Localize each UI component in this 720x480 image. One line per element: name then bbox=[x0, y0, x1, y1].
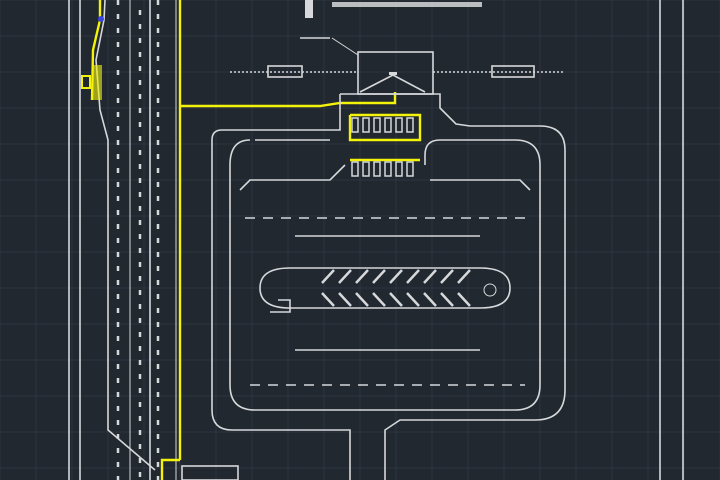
entry-stall bbox=[373, 161, 381, 177]
entry-stall bbox=[406, 161, 414, 177]
entry-stall bbox=[351, 117, 359, 133]
parking-stall-line bbox=[321, 292, 335, 307]
parking-stall-line bbox=[338, 269, 352, 284]
parking-area bbox=[229, 117, 541, 411]
parking-stall-line bbox=[406, 292, 420, 307]
frame-lines bbox=[181, 0, 684, 480]
parking-stall-line bbox=[423, 292, 437, 307]
parking-stall-line bbox=[338, 292, 352, 307]
building bbox=[211, 37, 566, 480]
equipment-block bbox=[92, 65, 102, 100]
parking-stall-line bbox=[406, 269, 420, 284]
entry-stall bbox=[351, 161, 359, 177]
entry-stall bbox=[384, 161, 392, 177]
parking-stall-line bbox=[372, 269, 386, 284]
parking-stall-line bbox=[355, 292, 369, 307]
entry-stall bbox=[373, 117, 381, 133]
parking-stall-line bbox=[389, 292, 403, 307]
parking-stall-line bbox=[457, 292, 471, 307]
parking-stall-line bbox=[423, 269, 437, 284]
parking-stall-line bbox=[389, 269, 403, 284]
entry-stall bbox=[362, 117, 370, 133]
parking-stall-line bbox=[457, 269, 471, 284]
parking-stall-line bbox=[321, 269, 335, 284]
survey-marker[interactable] bbox=[98, 16, 104, 22]
entry-stalls bbox=[351, 117, 414, 177]
entry-stall bbox=[395, 117, 403, 133]
parking-stall-line bbox=[440, 292, 454, 307]
title-annotation bbox=[305, 0, 482, 18]
parking-stall-line bbox=[372, 292, 386, 307]
fence bbox=[230, 65, 565, 78]
parking-stalls bbox=[321, 269, 471, 307]
parking-stall-line bbox=[355, 269, 369, 284]
parking-stall-line bbox=[440, 269, 454, 284]
road-left bbox=[68, 0, 177, 480]
entry-stall bbox=[395, 161, 403, 177]
entry-stall bbox=[406, 117, 414, 133]
entry-stall bbox=[362, 161, 370, 177]
entry-stall bbox=[384, 117, 392, 133]
